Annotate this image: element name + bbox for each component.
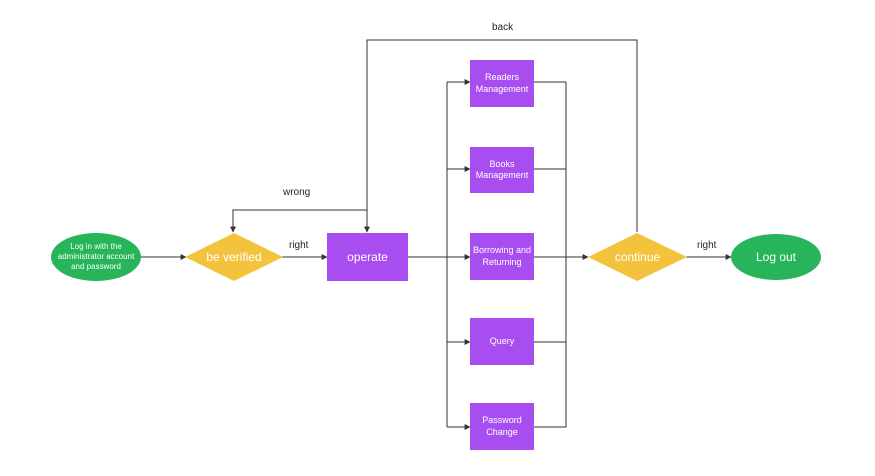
borrowing-returning-label: Borrowing and Returning: [472, 245, 532, 267]
operate-label: operate: [347, 249, 388, 264]
right-continue-edge-label: right: [697, 240, 717, 251]
login-label: Log in with the administrator account an…: [57, 242, 135, 271]
back-edge-label: back: [492, 22, 514, 33]
query-node: Query: [470, 318, 534, 365]
logout-node: Log out: [731, 234, 821, 280]
borrowing-returning-node: Borrowing and Returning: [470, 233, 534, 280]
logout-label: Log out: [755, 249, 797, 264]
password-change-label: Password Change: [482, 415, 522, 437]
continue-label: continue: [614, 250, 661, 264]
readers-management-node: Readers Management: [470, 60, 534, 107]
password-change-node: Password Change: [470, 403, 534, 450]
query-label: Query: [489, 335, 515, 346]
readers-management-label: Readers Management: [475, 72, 529, 94]
right-verify-edge-label: right: [289, 240, 309, 251]
continue-diamond: [588, 233, 687, 281]
verify-label: be verified: [206, 250, 262, 264]
login-node: Log in with the administrator account an…: [51, 233, 141, 281]
books-management-label: Books Management: [475, 158, 529, 180]
books-management-node: Books Management: [470, 147, 534, 193]
wrong-edge-label: wrong: [283, 187, 311, 198]
edge-wrong-loop: [230, 209, 368, 233]
edge-back-loop: [364, 39, 638, 233]
verify-diamond: [185, 233, 283, 281]
operate-node: operate: [327, 233, 408, 281]
